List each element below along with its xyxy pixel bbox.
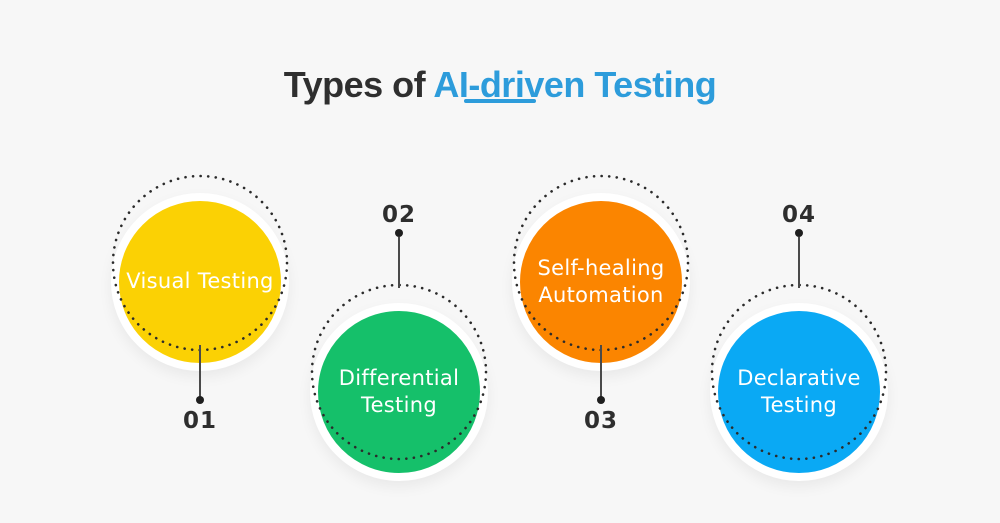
connector-line xyxy=(798,237,800,288)
circle-label: Visual Testing xyxy=(126,269,274,294)
connector-end-dot xyxy=(395,229,403,237)
circle-declarative-testing: Declarative Testing xyxy=(710,303,888,481)
connector-line xyxy=(398,237,400,288)
page-title-dark-text: Types of xyxy=(283,64,434,106)
connector-end-dot xyxy=(597,396,605,404)
connector-line xyxy=(199,345,201,397)
title-underline xyxy=(464,99,536,103)
circle-label: Differential Testing xyxy=(338,365,460,417)
page-title: Types of AI-driven Testing xyxy=(0,64,1000,106)
testing-type-item-self-healing: Self-healing Automation 03 xyxy=(501,0,701,523)
item-number: 04 xyxy=(781,202,816,228)
item-number: 03 xyxy=(583,408,618,434)
item-number: 01 xyxy=(182,408,217,434)
circle-differential-testing: Differential Testing xyxy=(310,303,488,481)
circle-label: Declarative Testing xyxy=(737,365,861,417)
testing-type-item-differential: Differential Testing 02 xyxy=(299,0,499,523)
connector-end-dot xyxy=(196,396,204,404)
connector-end-dot xyxy=(795,229,803,237)
page-title-accent-text: AI-driven Testing xyxy=(433,64,717,106)
testing-type-item-visual: Visual Testing 01 xyxy=(100,0,300,523)
testing-type-item-declarative: Declarative Testing 04 xyxy=(699,0,899,523)
circle-label: Self-healing Automation xyxy=(537,255,665,307)
item-number: 02 xyxy=(381,202,416,228)
connector-line xyxy=(600,345,602,397)
